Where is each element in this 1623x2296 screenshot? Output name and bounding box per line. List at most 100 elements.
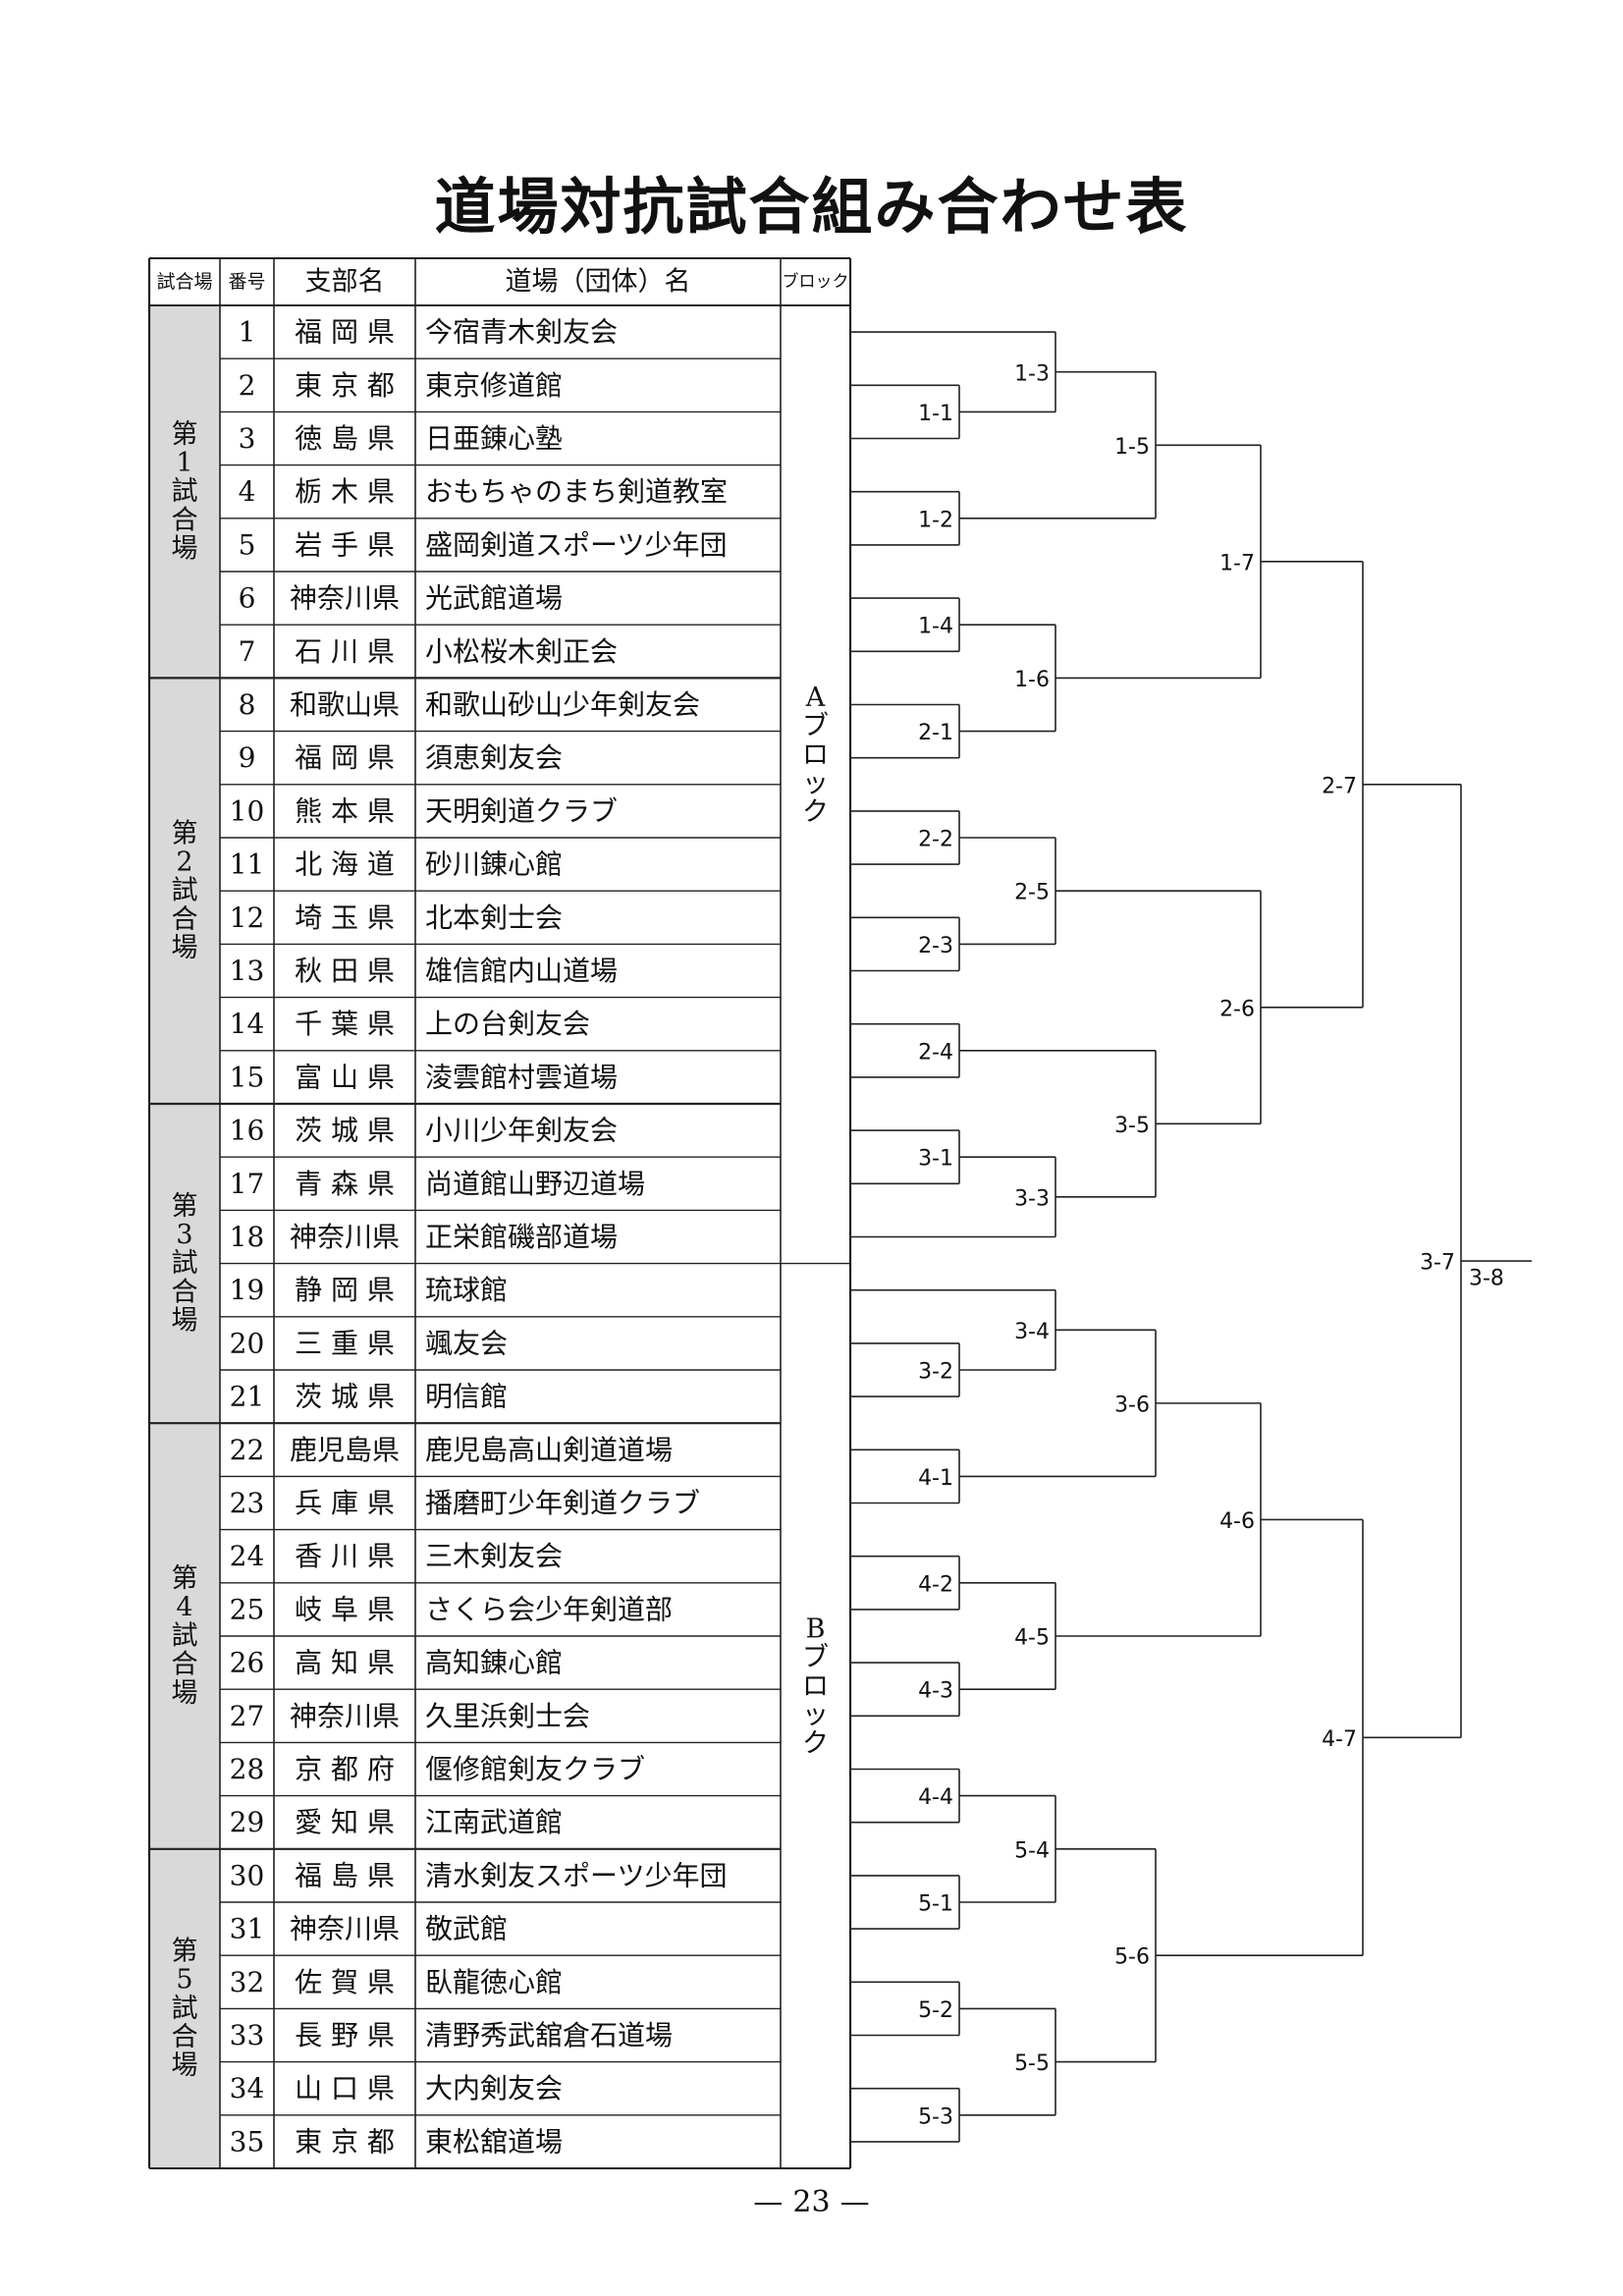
team-number: 13 bbox=[230, 955, 265, 987]
venue-band-2 bbox=[149, 678, 220, 1104]
team-dojo: 和歌山砂山少年剣友会 bbox=[425, 688, 700, 721]
page-footer: —23— bbox=[0, 2185, 1623, 2219]
block-label-1-char: ブ bbox=[802, 711, 829, 741]
match-label: 1-5 bbox=[1114, 435, 1150, 460]
match-label: 5-6 bbox=[1114, 1945, 1150, 1970]
team-number: 3 bbox=[239, 422, 256, 455]
team-branch: 茨 城 県 bbox=[295, 1115, 395, 1147]
final-match-label: 3-8 bbox=[1469, 1267, 1504, 1291]
team-number: 29 bbox=[230, 1806, 265, 1838]
venue-label-5-char: 場 bbox=[172, 2050, 198, 2081]
team-dojo: 颯友会 bbox=[425, 1327, 508, 1359]
team-branch: 三 重 県 bbox=[295, 1327, 395, 1359]
match-label: 2-7 bbox=[1322, 774, 1357, 798]
match-label: 4-7 bbox=[1322, 1727, 1357, 1752]
venue-label-3-char: 場 bbox=[172, 1305, 198, 1336]
venue-label-3-char: 合 bbox=[172, 1277, 198, 1307]
team-number: 11 bbox=[230, 848, 265, 881]
team-dojo: 光武館道場 bbox=[425, 582, 563, 615]
team-branch: 栃 木 県 bbox=[295, 475, 395, 508]
team-dojo: 盛岡剣道スポーツ少年団 bbox=[425, 528, 727, 561]
match-label: 4-6 bbox=[1219, 1509, 1255, 1534]
page-number: 23 bbox=[792, 2185, 831, 2219]
team-branch: 岩 手 県 bbox=[295, 528, 395, 561]
team-dojo: 高知錬心館 bbox=[425, 1647, 563, 1679]
match-label: 3-2 bbox=[918, 1360, 953, 1385]
team-dojo: 東京修道館 bbox=[425, 369, 563, 402]
match-label: 4-2 bbox=[918, 1572, 953, 1597]
team-number: 12 bbox=[230, 902, 265, 934]
team-number: 33 bbox=[230, 2019, 265, 2051]
match-label: 4-4 bbox=[918, 1785, 953, 1810]
team-branch: 長 野 県 bbox=[295, 2019, 395, 2051]
team-dojo: 琉球館 bbox=[425, 1274, 508, 1306]
match-label: 2-3 bbox=[918, 934, 953, 958]
match-label: 2-2 bbox=[918, 828, 953, 852]
team-number: 5 bbox=[239, 528, 256, 561]
team-branch: 茨 城 県 bbox=[295, 1381, 395, 1413]
header-number: 番号 bbox=[228, 271, 265, 293]
team-branch: 千 葉 県 bbox=[295, 1008, 395, 1040]
team-dojo: 明信館 bbox=[425, 1381, 508, 1413]
block-label-2-char: ブ bbox=[802, 1643, 829, 1673]
venue-label-5-char: 第 bbox=[172, 1937, 198, 1967]
venue-label-3-char: 第 bbox=[172, 1191, 198, 1222]
match-label: 1-7 bbox=[1219, 551, 1255, 575]
footer-dash-left: — bbox=[753, 2185, 784, 2219]
venue-label-1-char: 合 bbox=[172, 505, 198, 535]
team-number: 8 bbox=[239, 688, 256, 721]
team-dojo: 大内剣友会 bbox=[425, 2072, 563, 2105]
team-branch: 福 岡 県 bbox=[295, 741, 395, 774]
team-number: 4 bbox=[239, 475, 256, 508]
team-number: 22 bbox=[230, 1434, 265, 1466]
match-label: 2-5 bbox=[1014, 881, 1050, 905]
team-dojo: 砂川錬心館 bbox=[425, 848, 563, 881]
match-label: 5-2 bbox=[918, 1998, 953, 2023]
team-branch: 熊 本 県 bbox=[295, 794, 395, 827]
block-label-2-char: ッ bbox=[802, 1700, 829, 1730]
team-branch: 徳 島 県 bbox=[295, 422, 395, 455]
match-label: 1-1 bbox=[918, 402, 953, 426]
venue-label-4-char: 合 bbox=[172, 1650, 198, 1680]
team-number: 20 bbox=[230, 1327, 265, 1359]
venue-label-4-char: 場 bbox=[172, 1678, 198, 1709]
team-number: 26 bbox=[230, 1647, 265, 1679]
venue-band-1 bbox=[149, 305, 220, 679]
team-number: 30 bbox=[230, 1859, 265, 1891]
match-label: 5-4 bbox=[1014, 1838, 1050, 1863]
team-dojo: 鹿児島高山剣道道場 bbox=[425, 1434, 673, 1466]
team-branch: 鹿児島県 bbox=[290, 1434, 400, 1466]
venue-label-2-char: 試 bbox=[172, 876, 198, 906]
team-number: 19 bbox=[230, 1274, 265, 1306]
team-branch: 京 都 府 bbox=[295, 1753, 395, 1785]
team-branch: 福 岡 県 bbox=[295, 316, 395, 349]
match-label: 3-7 bbox=[1420, 1251, 1455, 1276]
match-label: 5-1 bbox=[918, 1892, 953, 1917]
team-branch: 埼 玉 県 bbox=[295, 902, 395, 934]
team-number: 25 bbox=[230, 1593, 265, 1625]
team-branch: 東 京 都 bbox=[295, 2125, 395, 2158]
venue-band-3 bbox=[149, 1104, 220, 1424]
team-dojo: 清水剣友スポーツ少年団 bbox=[425, 1859, 727, 1891]
team-branch: 石 川 県 bbox=[295, 635, 395, 668]
match-label: 4-1 bbox=[918, 1466, 953, 1491]
team-dojo: 偃修館剣友クラブ bbox=[425, 1753, 645, 1785]
team-dojo: 上の台剣友会 bbox=[425, 1008, 590, 1040]
team-branch: 愛 知 県 bbox=[295, 1806, 395, 1838]
block-label-1-char: ク bbox=[802, 797, 829, 828]
footer-dash-right: — bbox=[839, 2185, 870, 2219]
team-branch: 神奈川県 bbox=[290, 1700, 400, 1732]
team-branch: 富 山 県 bbox=[295, 1061, 395, 1093]
venue-label-3-char: 試 bbox=[172, 1248, 198, 1279]
match-label: 2-4 bbox=[918, 1040, 953, 1065]
venue-label-5-char: 試 bbox=[172, 1994, 198, 2024]
team-number: 23 bbox=[230, 1487, 265, 1519]
match-label: 3-3 bbox=[1014, 1186, 1050, 1211]
team-dojo: 須恵剣友会 bbox=[425, 741, 563, 774]
match-label: 3-4 bbox=[1014, 1320, 1050, 1344]
team-number: 16 bbox=[230, 1115, 265, 1147]
team-number: 6 bbox=[239, 582, 256, 615]
